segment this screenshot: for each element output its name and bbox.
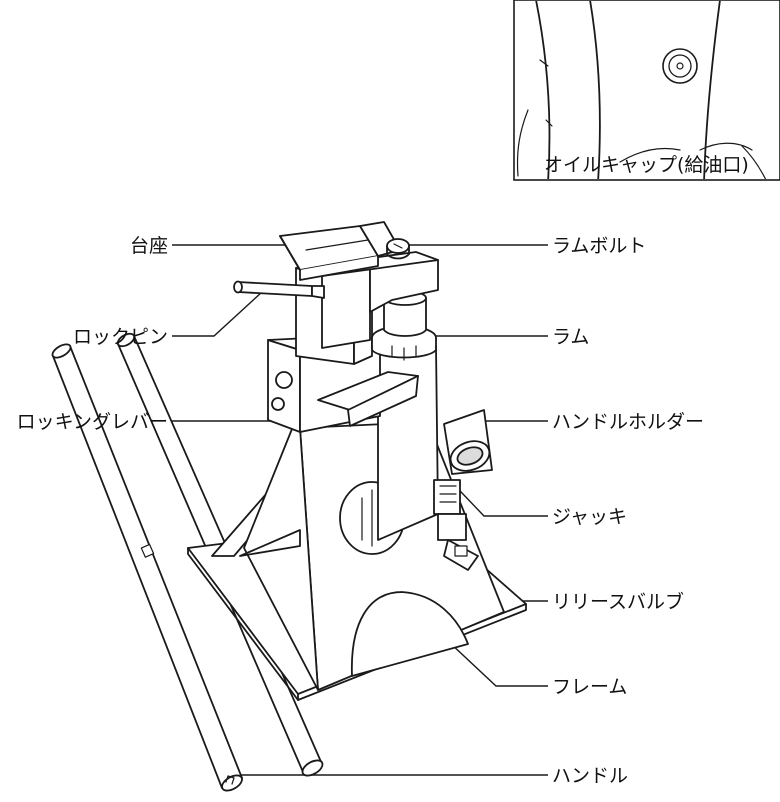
label-locking-lever: ロッキングレバー [17, 411, 168, 433]
label-ram: ラム [552, 326, 589, 348]
oil-cap-icon [662, 48, 698, 84]
leader-lines [172, 244, 548, 776]
handle-tube-left [51, 343, 243, 792]
pedestal [279, 221, 401, 281]
label-release-valve: リリースバルブ [552, 590, 684, 613]
oil-cap-inset: オイルキャップ(給油口) [513, 0, 780, 181]
lock-pin [233, 280, 325, 299]
ram [371, 290, 437, 361]
jack-stand [187, 221, 527, 701]
release-valve [443, 539, 479, 571]
label-jack: ジャッキ [552, 506, 627, 528]
label-handle-holder: ハンドルホルダー [552, 411, 704, 433]
label-pedestal: 台座 [130, 235, 168, 257]
label-ram-bolt: ラムボルト [552, 235, 646, 257]
oil-cap-label: オイルキャップ(給油口) [544, 154, 749, 176]
label-lock-pin: ロックピン [73, 326, 168, 348]
label-frame: フレーム [552, 676, 627, 698]
handle-holder [443, 409, 493, 475]
label-handle: ハンドル [552, 765, 628, 787]
labels: 台座 ラムボルト ロックピン ラム ロッキングレバー ハンドルホルダー ジャッキ… [17, 235, 704, 787]
ram-bolt [386, 238, 410, 260]
